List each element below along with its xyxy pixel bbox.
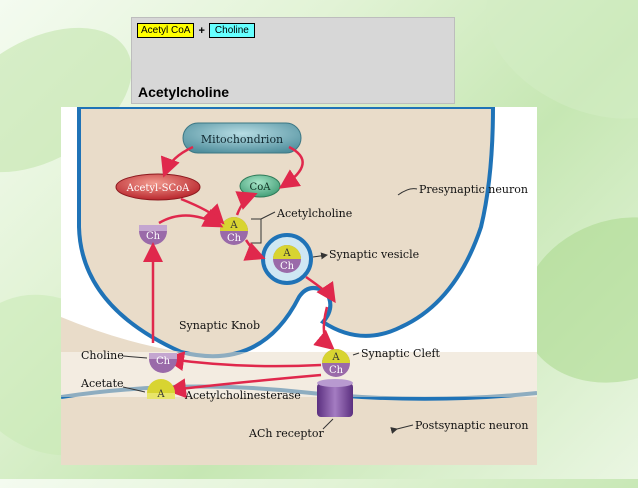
choline-box: Choline xyxy=(208,23,255,38)
presynaptic-lower xyxy=(61,317,181,352)
synaptic-cleft-label: Synaptic Cleft xyxy=(361,347,441,360)
choline-label: Choline xyxy=(81,349,124,362)
arrow-ach-to-choline-recycle xyxy=(164,351,322,371)
acetyl-scoa-label: Acetyl-SCoA xyxy=(126,183,191,194)
presynaptic-knob xyxy=(77,107,496,359)
choline-left-symbol: Ch xyxy=(146,231,161,242)
acetate-leader xyxy=(122,386,146,393)
arrow-ach-to-vesicle xyxy=(243,239,266,261)
acetylcholinesterase-label: Acetylcholinesterase xyxy=(184,389,301,402)
ach-sphere-vesicle-a xyxy=(273,245,301,259)
mitochondrion-shape xyxy=(182,122,302,154)
arrow-ch-to-ach xyxy=(158,209,224,228)
choline-cap-left-top xyxy=(139,225,167,231)
choline-cap-cleft xyxy=(149,359,177,373)
equation: Acetyl CoA + Choline xyxy=(137,23,255,38)
choline-cap-left xyxy=(139,231,167,245)
arrow-vesicle-to-cleft xyxy=(305,275,336,304)
acetate-half-bottom xyxy=(147,393,175,399)
cleft-a: A xyxy=(331,352,340,363)
acetate-symbol: A xyxy=(156,389,165,400)
ach-sphere-top-a xyxy=(220,217,248,231)
ach-receptor-label: ACh receptor xyxy=(248,427,324,440)
ach-sphere-cleft-a xyxy=(322,349,350,363)
equation-panel: Acetyl CoA + Choline Acetylcholine xyxy=(131,17,455,104)
acetate-label: Acetate xyxy=(80,377,124,390)
vesicle-a: A xyxy=(282,248,291,259)
synapse-svg: Mitochondrion Acetyl-SCoA CoA Ch A Ch Ac… xyxy=(61,107,537,465)
synaptic-vesicle-label: Synaptic vesicle xyxy=(329,248,419,261)
ach-receptor-shape xyxy=(317,383,353,417)
acetyl-scoa-shape xyxy=(115,173,201,201)
postsynaptic-label: Postsynaptic neuron xyxy=(415,419,528,432)
choline-leader xyxy=(122,355,148,359)
acetylcholine-leader xyxy=(260,211,276,220)
arrow-cleft-down xyxy=(313,306,335,351)
arrow-ach-to-coa xyxy=(235,191,258,216)
ach-receptor-top xyxy=(317,379,353,387)
slide-title: Acetylcholine xyxy=(138,84,230,100)
plus-sign: + xyxy=(198,24,205,37)
presynaptic-label: Presynaptic neuron xyxy=(419,183,528,196)
vesicle-ch: Ch xyxy=(280,261,295,272)
receptor-leader xyxy=(322,418,334,430)
synaptic-knob-label: Synaptic Knob xyxy=(179,319,260,332)
postsynaptic-leader xyxy=(390,424,414,434)
arrow-ach-to-acetate xyxy=(166,373,322,399)
acetyl-coa-box: Acetyl CoA xyxy=(137,23,195,38)
coa-label: CoA xyxy=(250,182,272,193)
postsynaptic-cytoplasm xyxy=(61,397,537,465)
choline-cap-cleft-top xyxy=(149,353,177,359)
acetylcholine-label: Acetylcholine xyxy=(276,207,352,220)
synapse-diagram: Mitochondrion Acetyl-SCoA CoA Ch A Ch Ac… xyxy=(61,107,537,465)
mitochondrion-label: Mitochondrion xyxy=(201,133,283,146)
acetate-half xyxy=(147,379,175,393)
arrow-mito-loop xyxy=(278,145,304,189)
cleft-ch: Ch xyxy=(329,365,344,376)
cleft-leader xyxy=(352,352,360,356)
ach-top-a: A xyxy=(229,220,238,231)
vesicle-leader xyxy=(312,252,328,260)
synaptic-cleft-space xyxy=(61,352,537,397)
ach-top-ch: Ch xyxy=(227,233,242,244)
arrow-mito-to-acetyl xyxy=(160,145,194,178)
choline-cleft-symbol: Ch xyxy=(156,356,171,367)
presynaptic-leader xyxy=(397,188,418,196)
